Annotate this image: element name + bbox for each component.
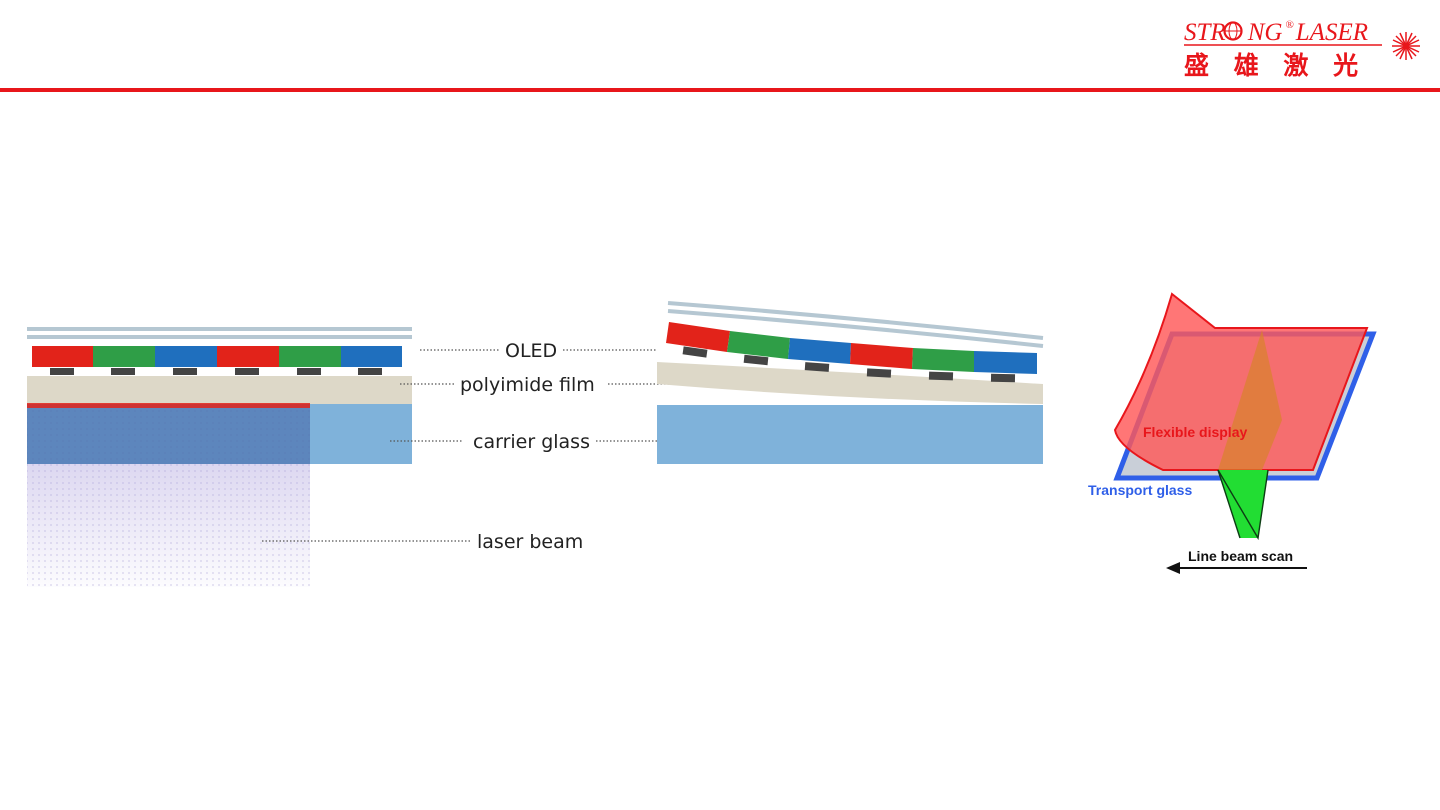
polyimide-film	[27, 376, 412, 404]
pixel-blue	[341, 346, 402, 367]
pixel-blue	[788, 338, 851, 364]
pixel-green	[912, 348, 974, 372]
pixel-blue	[974, 351, 1037, 374]
left-stack	[27, 327, 412, 587]
pixel-red	[850, 343, 913, 369]
pixel-red	[666, 322, 730, 352]
ablation-line	[27, 403, 310, 408]
label-laser-beam: laser beam	[477, 531, 583, 553]
scan-diagram: Flexible display Transport glass Line be…	[1088, 294, 1373, 574]
callout-carrier: carrier glass	[390, 431, 683, 453]
label-polyimide-film: polyimide film	[460, 374, 595, 396]
label-transport-glass: Transport glass	[1088, 482, 1192, 498]
laser-beam-pattern	[27, 464, 310, 587]
callout-oled: OLED	[420, 340, 656, 362]
label-oled: OLED	[505, 340, 557, 362]
pixel-green	[727, 331, 790, 359]
pixel-blue	[155, 346, 217, 367]
oled-pixel-row	[32, 346, 402, 367]
line-beam-green	[1218, 470, 1268, 538]
tft-contacts	[50, 368, 382, 375]
pixel-red	[217, 346, 279, 367]
pixel-green	[279, 346, 341, 367]
label-flexible-display: Flexible display	[1143, 424, 1247, 440]
label-carrier-glass: carrier glass	[473, 431, 590, 453]
label-line-beam-scan: Line beam scan	[1188, 548, 1293, 564]
irradiated-glass-pattern	[27, 404, 310, 464]
pixel-red	[32, 346, 93, 367]
pixel-green	[93, 346, 155, 367]
encapsulation-lines	[27, 327, 412, 339]
callout-laser: laser beam	[262, 531, 583, 553]
carrier-glass-separated	[657, 405, 1043, 464]
middle-stack	[657, 303, 1043, 464]
